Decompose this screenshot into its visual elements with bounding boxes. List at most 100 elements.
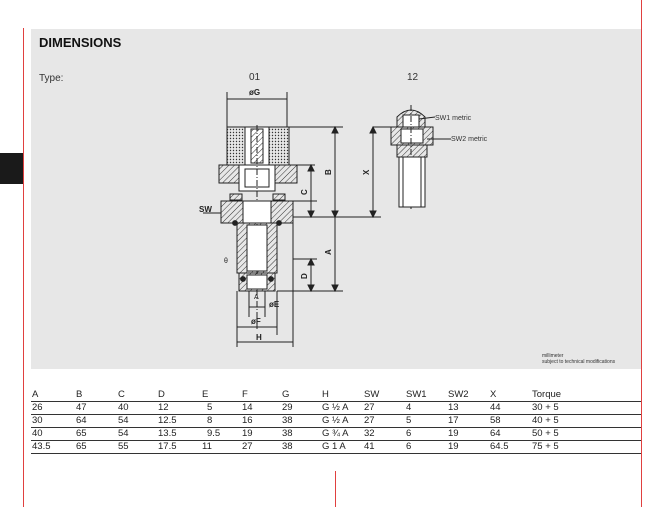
units-note: millimeter subject to technical modifica… — [542, 353, 615, 365]
label-h: H — [256, 333, 262, 342]
table-cell: 5 — [405, 414, 447, 428]
table-cell: 64.5 — [489, 440, 531, 454]
table-cell: 6 — [405, 440, 447, 454]
table-cell: 43.5 — [31, 440, 75, 454]
table-cell: 19 — [241, 427, 281, 441]
label-sw2: SW2 metric — [451, 136, 488, 143]
table-cell: 38 — [281, 440, 321, 454]
drawing-type-01 — [203, 92, 381, 347]
variant-12-label: 12 — [407, 72, 419, 83]
col-header: C — [117, 389, 157, 402]
label-g: øG — [249, 88, 260, 97]
table-cell: 40 + 5 — [531, 414, 641, 428]
section-tab-marker — [0, 153, 23, 184]
col-header: X — [489, 389, 531, 402]
table-cell: G 1 A — [321, 440, 363, 454]
table-cell: 30 + 5 — [531, 401, 641, 415]
table-cell: 13.5 — [157, 427, 201, 441]
table-cell: 32 — [363, 427, 405, 441]
table-cell: 14 — [241, 401, 281, 415]
table-cell: 58 — [489, 414, 531, 428]
col-header: B — [75, 389, 117, 402]
dimensions-panel: DIMENSIONS Type: 01 12 — [31, 29, 641, 369]
table-cell: 40 — [31, 427, 75, 441]
table-cell: 64 — [489, 427, 531, 441]
col-header: D — [157, 389, 201, 402]
col-header: SW2 — [447, 389, 489, 402]
col-header: E — [201, 389, 241, 402]
table-cell: 13 — [447, 401, 489, 415]
col-header: Torque — [531, 389, 641, 402]
table-cell: 55 — [117, 440, 157, 454]
label-b: B — [324, 169, 333, 175]
table-cell: 41 — [363, 440, 405, 454]
col-header: H — [321, 389, 363, 402]
col-header: A — [31, 389, 75, 402]
label-d: D — [300, 273, 309, 279]
label-c: C — [300, 189, 309, 195]
table-cell: 19 — [447, 440, 489, 454]
table-cell: 75 + 5 — [531, 440, 641, 454]
table-cell: G ¾ A — [321, 427, 363, 441]
table-cell: 9.5 — [201, 427, 241, 441]
table-cell: 50 + 5 — [531, 427, 641, 441]
table-cell: 29 — [281, 401, 321, 415]
table-cell: 30 — [31, 414, 75, 428]
units-note-line-2: subject to technical modifications — [542, 359, 616, 365]
table-cell: 11 — [201, 440, 241, 454]
table-cell: 12.5 — [157, 414, 201, 428]
table-row: 43.5 65 55 17.5 11 27 38 G 1 A 41 6 19 6… — [31, 440, 641, 454]
technical-drawing: øG B C X SW A D θ A øE øF H SW1 metric S… — [199, 88, 488, 347]
table-cell: 16 — [241, 414, 281, 428]
label-theta: θ — [224, 258, 228, 265]
table-cell: 40 — [117, 401, 157, 415]
table-cell: 6 — [405, 427, 447, 441]
table-cell: 19 — [447, 427, 489, 441]
table-header-row: A B C D E F G H SW SW1 SW2 X Torque — [31, 389, 641, 402]
right-margin-line — [641, 0, 642, 507]
table-cell: 65 — [75, 440, 117, 454]
table-cell: 27 — [241, 440, 281, 454]
table-cell: 4 — [405, 401, 447, 415]
col-header: F — [241, 389, 281, 402]
table-cell: 38 — [281, 414, 321, 428]
table-cell: 5 — [201, 401, 241, 415]
table-cell: 12 — [157, 401, 201, 415]
table-cell: 54 — [117, 427, 157, 441]
dimensions-table: A B C D E F G H SW SW1 SW2 X Torque 26 4… — [31, 389, 641, 454]
table-cell: 47 — [75, 401, 117, 415]
label-a: A — [324, 249, 333, 255]
footer-center-line — [335, 471, 336, 507]
table-cell: 26 — [31, 401, 75, 415]
label-x: X — [362, 169, 371, 175]
table-cell: 27 — [363, 414, 405, 428]
table-cell: 17 — [447, 414, 489, 428]
drawing-type-12 — [373, 105, 451, 209]
label-sw1: SW1 metric — [435, 115, 472, 122]
table-cell: 17.5 — [157, 440, 201, 454]
table-cell: 8 — [201, 414, 241, 428]
table-cell: 44 — [489, 401, 531, 415]
left-margin-line — [23, 28, 24, 507]
table-cell: 65 — [75, 427, 117, 441]
table-row: 40 65 54 13.5 9.5 19 38 G ¾ A 32 6 19 64… — [31, 427, 641, 441]
variant-01-label: 01 — [249, 72, 261, 83]
col-header: G — [281, 389, 321, 402]
label-e: øE — [269, 300, 280, 309]
label-f: øF — [251, 317, 261, 326]
table-cell: G ½ A — [321, 401, 363, 415]
section-title: DIMENSIONS — [39, 35, 122, 50]
table-cell: G ½ A — [321, 414, 363, 428]
table-cell: 38 — [281, 427, 321, 441]
label-a-small: A — [254, 294, 259, 301]
table-cell: 54 — [117, 414, 157, 428]
table-cell: 27 — [363, 401, 405, 415]
col-header: SW — [363, 389, 405, 402]
type-label: Type: — [39, 73, 64, 84]
table-row: 26 47 40 12 5 14 29 G ½ A 27 4 13 44 30 … — [31, 401, 641, 415]
units-note-line-1: millimeter — [542, 353, 564, 359]
table-row: 30 64 54 12.5 8 16 38 G ½ A 27 5 17 58 4… — [31, 414, 641, 428]
label-sw: SW — [199, 205, 212, 214]
col-header: SW1 — [405, 389, 447, 402]
table-cell: 64 — [75, 414, 117, 428]
